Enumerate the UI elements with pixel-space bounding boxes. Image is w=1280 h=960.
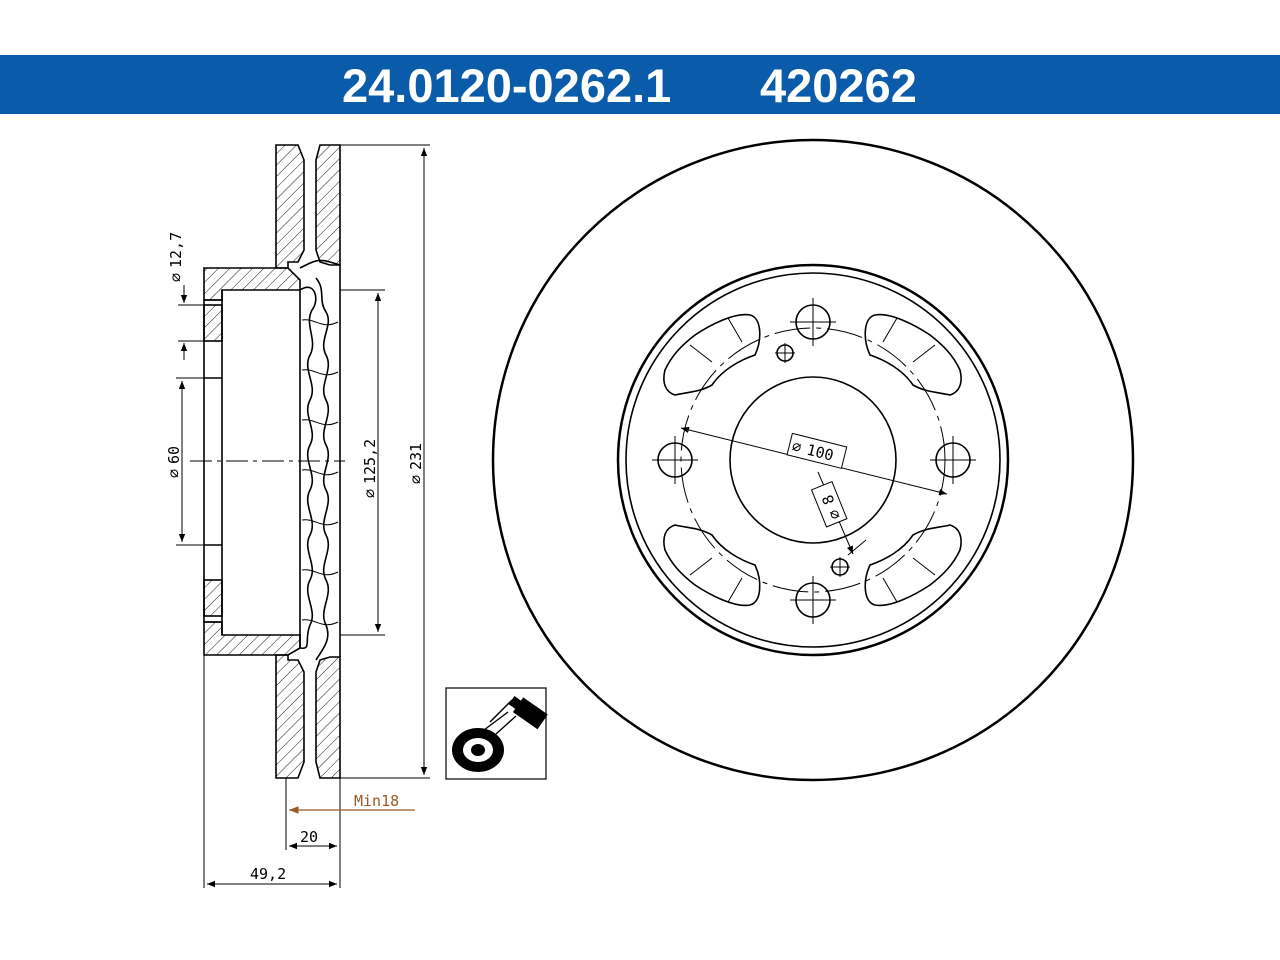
dim-label-thickness: 20 xyxy=(300,828,318,846)
alt-part-number: 420262 xyxy=(760,59,917,112)
svg-text:∅: ∅ xyxy=(407,475,425,484)
hat-outer-edge xyxy=(616,263,1010,657)
front-view xyxy=(491,138,1135,782)
outer-ring-section xyxy=(275,144,305,269)
svg-text:∅: ∅ xyxy=(165,469,183,478)
svg-text:231: 231 xyxy=(407,443,425,470)
dim-label-hat-dia: ∅ 125,2 xyxy=(361,439,379,498)
svg-text:125,2: 125,2 xyxy=(361,439,379,484)
svg-text:12,7: 12,7 xyxy=(167,232,185,268)
dim-label-pcd: ∅ 100 xyxy=(786,432,848,469)
svg-text:∅: ∅ xyxy=(790,437,803,457)
svg-text:60: 60 xyxy=(165,446,183,464)
dim-label-min-thickness: Min18 xyxy=(354,792,399,810)
cooling-slot xyxy=(864,524,962,607)
cooling-slot xyxy=(864,313,962,396)
svg-text:∅: ∅ xyxy=(361,489,379,498)
dim-label-total-height: 49,2 xyxy=(250,865,286,883)
dim-label-outer-dia: ∅ 231 xyxy=(407,443,425,484)
dim-label-small-hole: ∅ 8 xyxy=(810,480,848,528)
svg-text:∅: ∅ xyxy=(167,273,185,282)
dim-label-center-bore: ∅ 60 xyxy=(165,446,183,478)
coating-spray-icon xyxy=(445,687,548,780)
inner-ring-section xyxy=(315,144,341,266)
cooling-slot xyxy=(663,313,761,396)
part-number: 24.0120-0262.1 xyxy=(342,59,672,112)
dim-label-hole-dia: ∅ 12,7 xyxy=(167,232,185,282)
cooling-slot xyxy=(663,524,761,607)
outer-disc-edge xyxy=(491,138,1135,782)
title-bar xyxy=(0,55,1280,114)
hat-section xyxy=(203,267,301,301)
side-section-view xyxy=(176,144,430,888)
